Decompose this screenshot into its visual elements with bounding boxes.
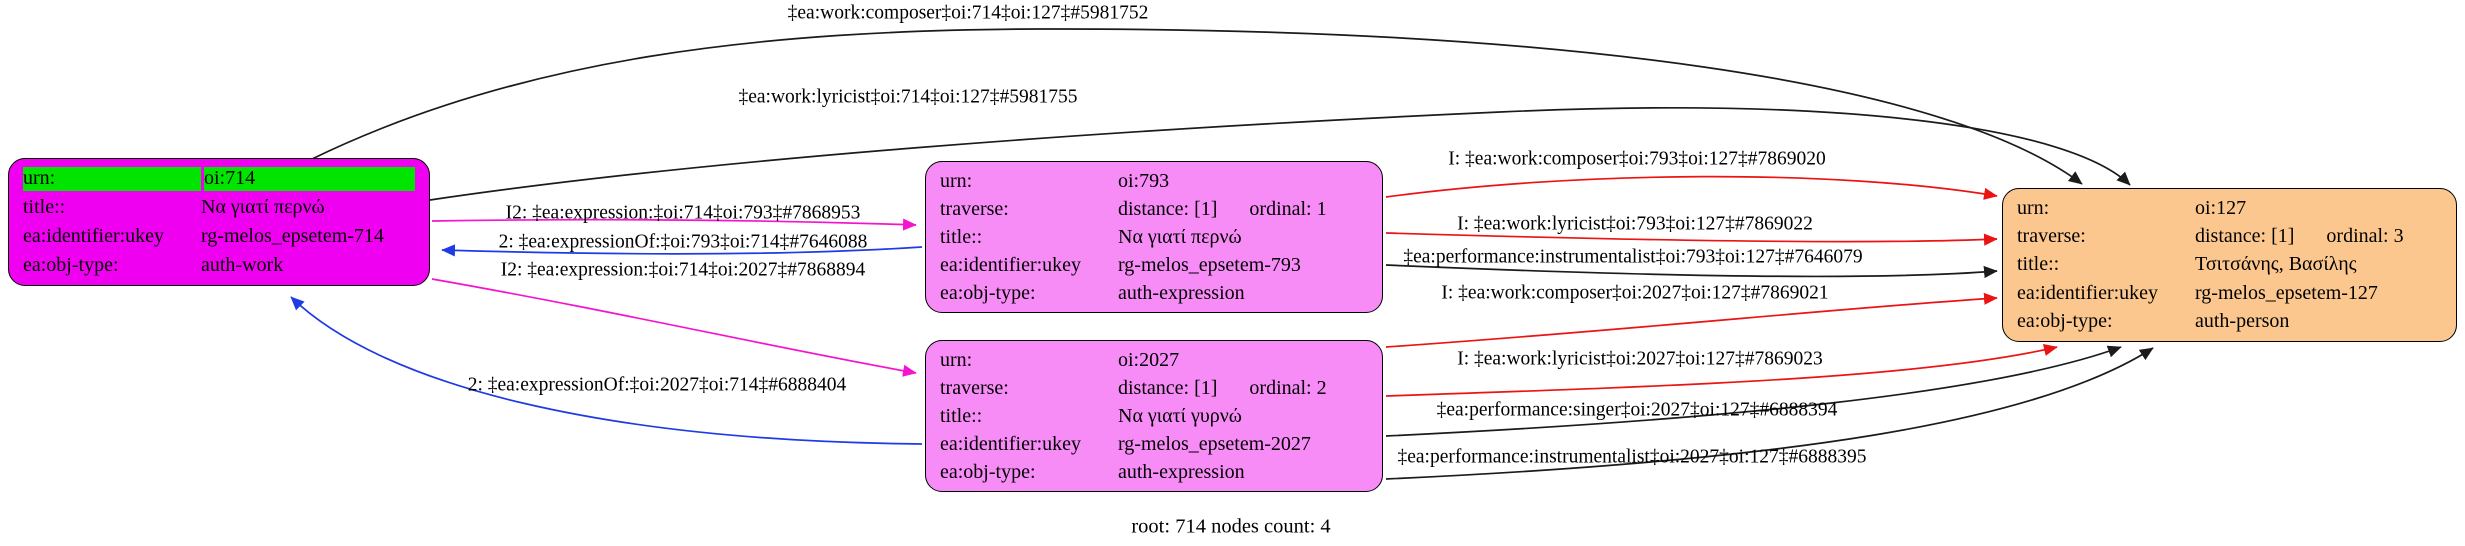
- edge-lyricist-793: [1385, 232, 1998, 246]
- ukey-value: rg-melos_epsetem-714: [201, 224, 384, 247]
- objtype-row: ea:obj-type: auth-expression: [940, 459, 1368, 485]
- urn-value: oi:2027: [1118, 348, 1180, 371]
- edge-label-expressionOf-2027: 2: ‡ea:expressionOf:‡oi:2027‡oi:714‡#688…: [467, 374, 847, 396]
- traverse-ordinal: ordinal: 2: [1249, 376, 1327, 399]
- title-key: title::: [940, 404, 983, 427]
- title-row: title:: Να γιατί περνώ: [940, 224, 1368, 250]
- ukey-key: ea:identifier:ukey: [940, 253, 1082, 276]
- node-work-714[interactable]: urn: oi:714 title:: Να γιατί περνώ ea:id…: [8, 158, 430, 286]
- urn-value: oi:714: [204, 166, 415, 191]
- traverse-key: traverse:: [2017, 225, 2086, 248]
- objtype-value: auth-expression: [1118, 281, 1245, 304]
- urn-row: urn: oi:2027: [940, 347, 1368, 373]
- edge-label-instrumentalist-2027: ‡ea:performance:instrumentalist‡oi:2027‡…: [1397, 446, 1867, 468]
- node-expression-2027[interactable]: urn: oi:2027 traverse: distance: [1] ord…: [925, 340, 1383, 492]
- objtype-row: ea:obj-type: auth-expression: [940, 280, 1368, 306]
- edge-label-instrumentalist-793: ‡ea:performance:instrumentalist‡oi:793‡o…: [1403, 246, 1863, 268]
- edge-instrumentalist-793: [1385, 264, 1998, 279]
- objtype-value: auth-work: [201, 253, 284, 276]
- edge-instrumentalist-2027: [1385, 347, 2154, 480]
- urn-key: urn:: [2017, 196, 2050, 219]
- edge-label-expressionOf-793: 2: ‡ea:expressionOf:‡oi:793‡oi:714‡#7646…: [498, 231, 868, 253]
- edge-composer-2027: [1385, 292, 1998, 348]
- ukey-key: ea:identifier:ukey: [2017, 281, 2159, 304]
- ukey-row: ea:identifier:ukey rg-melos_epsetem-714: [23, 223, 415, 249]
- traverse-distance: distance: [1]: [1118, 197, 1218, 220]
- node-expression-793[interactable]: urn: oi:793 traverse: distance: [1] ordi…: [925, 161, 1383, 313]
- traverse-row: traverse: distance: [1] ordinal: 2: [940, 375, 1368, 401]
- ukey-value: rg-melos_epsetem-2027: [1118, 432, 1311, 455]
- urn-row: urn: oi:714: [23, 166, 415, 192]
- edge-label-lyricist-793: I: ‡ea:work:lyricist‡oi:793‡oi:127‡#7869…: [1457, 213, 1813, 235]
- title-value: Να γιατί περνώ: [201, 196, 325, 219]
- traverse-ordinal: ordinal: 1: [1249, 197, 1327, 220]
- objtype-value: auth-person: [2195, 310, 2290, 333]
- edge-label-lyricist-714: ‡ea:work:lyricist‡oi:714‡oi:127‡#5981755: [738, 86, 1078, 108]
- urn-key: urn:: [940, 169, 973, 192]
- title-value: Τσιτσάνης, Βασίλης: [2195, 253, 2357, 276]
- urn-key: urn:: [940, 348, 973, 371]
- urn-value: oi:793: [1118, 169, 1170, 192]
- objtype-row: ea:obj-type: auth-person: [2017, 309, 2442, 335]
- traverse-key: traverse:: [940, 376, 1009, 399]
- title-value: Να γιατί γυρνώ: [1118, 404, 1242, 427]
- title-row: title:: Τσιτσάνης, Βασίλης: [2017, 252, 2442, 278]
- ukey-key: ea:identifier:ukey: [23, 224, 165, 247]
- title-key: title::: [2017, 253, 2060, 276]
- edge-lyricist-714: [429, 107, 2131, 201]
- edge-expression-2027: [431, 278, 917, 377]
- urn-value: oi:127: [2195, 196, 2247, 219]
- edge-composer-714: [311, 28, 2083, 185]
- objtype-key: ea:obj-type:: [23, 253, 119, 276]
- objtype-key: ea:obj-type:: [940, 281, 1036, 304]
- ukey-value: rg-melos_epsetem-127: [2195, 281, 2378, 304]
- traverse-ordinal: ordinal: 3: [2326, 225, 2404, 248]
- edge-label-composer-2027: I: ‡ea:work:composer‡oi:2027‡oi:127‡#786…: [1441, 282, 1829, 304]
- title-row: title:: Να γιατί γυρνώ: [940, 403, 1368, 429]
- title-value: Να γιατί περνώ: [1118, 225, 1242, 248]
- ukey-key: ea:identifier:ukey: [940, 432, 1082, 455]
- ukey-row: ea:identifier:ukey rg-melos_epsetem-127: [2017, 280, 2442, 306]
- urn-row: urn: oi:793: [940, 168, 1368, 194]
- edge-expressionOf-793: [441, 244, 923, 257]
- urn-row: urn: oi:127: [2017, 195, 2442, 221]
- edge-label-composer-793: I: ‡ea:work:composer‡oi:793‡oi:127‡#7869…: [1448, 148, 1826, 170]
- edge-expressionOf-2027: [290, 296, 923, 445]
- edge-lyricist-2027: [1385, 344, 2058, 397]
- edge-label-composer-714: ‡ea:work:composer‡oi:714‡oi:127‡#5981752: [787, 2, 1149, 24]
- edge-composer-793: [1385, 175, 1998, 200]
- traverse-distance: distance: [1]: [1118, 376, 1218, 399]
- traverse-row: traverse: distance: [1] ordinal: 1: [940, 196, 1368, 222]
- objtype-key: ea:obj-type:: [940, 460, 1036, 483]
- objtype-key: ea:obj-type:: [2017, 310, 2113, 333]
- edge-label-singer-2027: ‡ea:performance:singer‡oi:2027‡oi:127‡#6…: [1436, 399, 1838, 421]
- objtype-row: ea:obj-type: auth-work: [23, 252, 415, 278]
- edge-label-expression-2027: I2: ‡ea:expression:‡oi:714‡oi:2027‡#7868…: [500, 259, 866, 281]
- title-key: title::: [940, 225, 983, 248]
- ukey-row: ea:identifier:ukey rg-melos_epsetem-793: [940, 252, 1368, 278]
- edge-expression-793: [431, 218, 917, 231]
- traverse-distance: distance: [1]: [2195, 225, 2295, 248]
- ukey-value: rg-melos_epsetem-793: [1118, 253, 1301, 276]
- title-row: title:: Να γιατί περνώ: [23, 195, 415, 221]
- edge-label-lyricist-2027: I: ‡ea:work:lyricist‡oi:2027‡oi:127‡#786…: [1457, 348, 1823, 370]
- traverse-key: traverse:: [940, 197, 1009, 220]
- graph-caption: root: 714 nodes count: 4: [1131, 515, 1331, 538]
- traverse-row: traverse: distance: [1] ordinal: 3: [2017, 224, 2442, 250]
- urn-key: urn:: [23, 166, 201, 191]
- ukey-row: ea:identifier:ukey rg-melos_epsetem-2027: [940, 431, 1368, 457]
- edge-label-expression-793: I2: ‡ea:expression:‡oi:714‡oi:793‡#78689…: [505, 202, 861, 224]
- title-key: title::: [23, 196, 66, 219]
- objtype-value: auth-expression: [1118, 460, 1245, 483]
- node-person-127[interactable]: urn: oi:127 traverse: distance: [1] ordi…: [2002, 188, 2457, 342]
- edge-singer-2027: [1385, 345, 2122, 437]
